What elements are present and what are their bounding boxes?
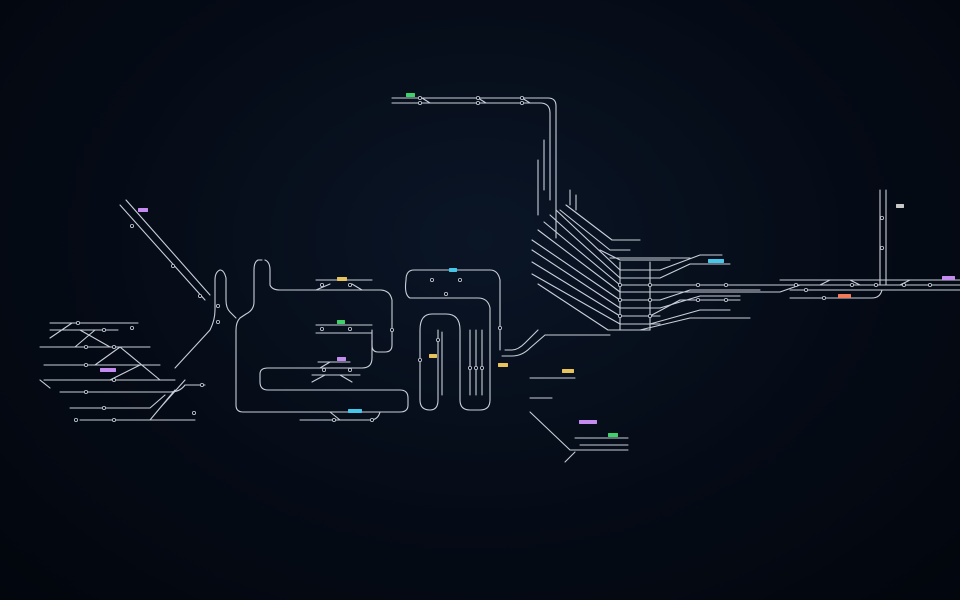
central-loop-tracks — [174, 259, 611, 421]
station-label-l6[interactable] — [896, 204, 904, 208]
signals — [74, 96, 933, 422]
station-label-tag — [429, 354, 437, 358]
station-label-l11[interactable] — [429, 354, 437, 358]
south-east-tracks — [529, 377, 629, 463]
station-label-tag — [337, 357, 346, 361]
station-label-l12[interactable] — [498, 363, 508, 367]
station-label-l2[interactable] — [138, 208, 148, 212]
station-label-l14[interactable] — [562, 369, 574, 373]
station-label-tag — [138, 208, 148, 212]
station-label-tag — [100, 368, 116, 372]
west-tracks — [39, 199, 211, 421]
station-label-tag — [337, 277, 347, 281]
station-label-tag — [348, 409, 362, 413]
station-label-l8[interactable] — [838, 294, 851, 298]
station-label-l16[interactable] — [579, 420, 597, 424]
station-label-tag — [449, 268, 457, 272]
east-fan-tracks — [531, 204, 960, 331]
station-label-l17[interactable] — [608, 433, 618, 437]
station-label-tag — [337, 320, 345, 324]
station-labels — [100, 93, 955, 437]
station-label-l9[interactable] — [337, 320, 345, 324]
station-label-l13[interactable] — [100, 368, 116, 372]
north-branch-tracks — [391, 97, 577, 239]
station-label-tag — [579, 420, 597, 424]
station-label-l5[interactable] — [708, 259, 724, 263]
station-label-tag — [498, 363, 508, 367]
station-label-tag — [838, 294, 851, 298]
station-label-l3[interactable] — [337, 277, 347, 281]
station-label-tag — [608, 433, 618, 437]
far-east-tracks — [779, 189, 960, 299]
station-label-l15[interactable] — [348, 409, 362, 413]
station-label-tag — [406, 93, 415, 97]
station-label-l7[interactable] — [942, 276, 955, 280]
station-label-tag — [708, 259, 724, 263]
station-label-l4[interactable] — [449, 268, 457, 272]
station-label-l10[interactable] — [337, 357, 346, 361]
station-label-l1[interactable] — [406, 93, 415, 97]
station-label-tag — [562, 369, 574, 373]
station-label-tag — [896, 204, 904, 208]
station-label-tag — [942, 276, 955, 280]
